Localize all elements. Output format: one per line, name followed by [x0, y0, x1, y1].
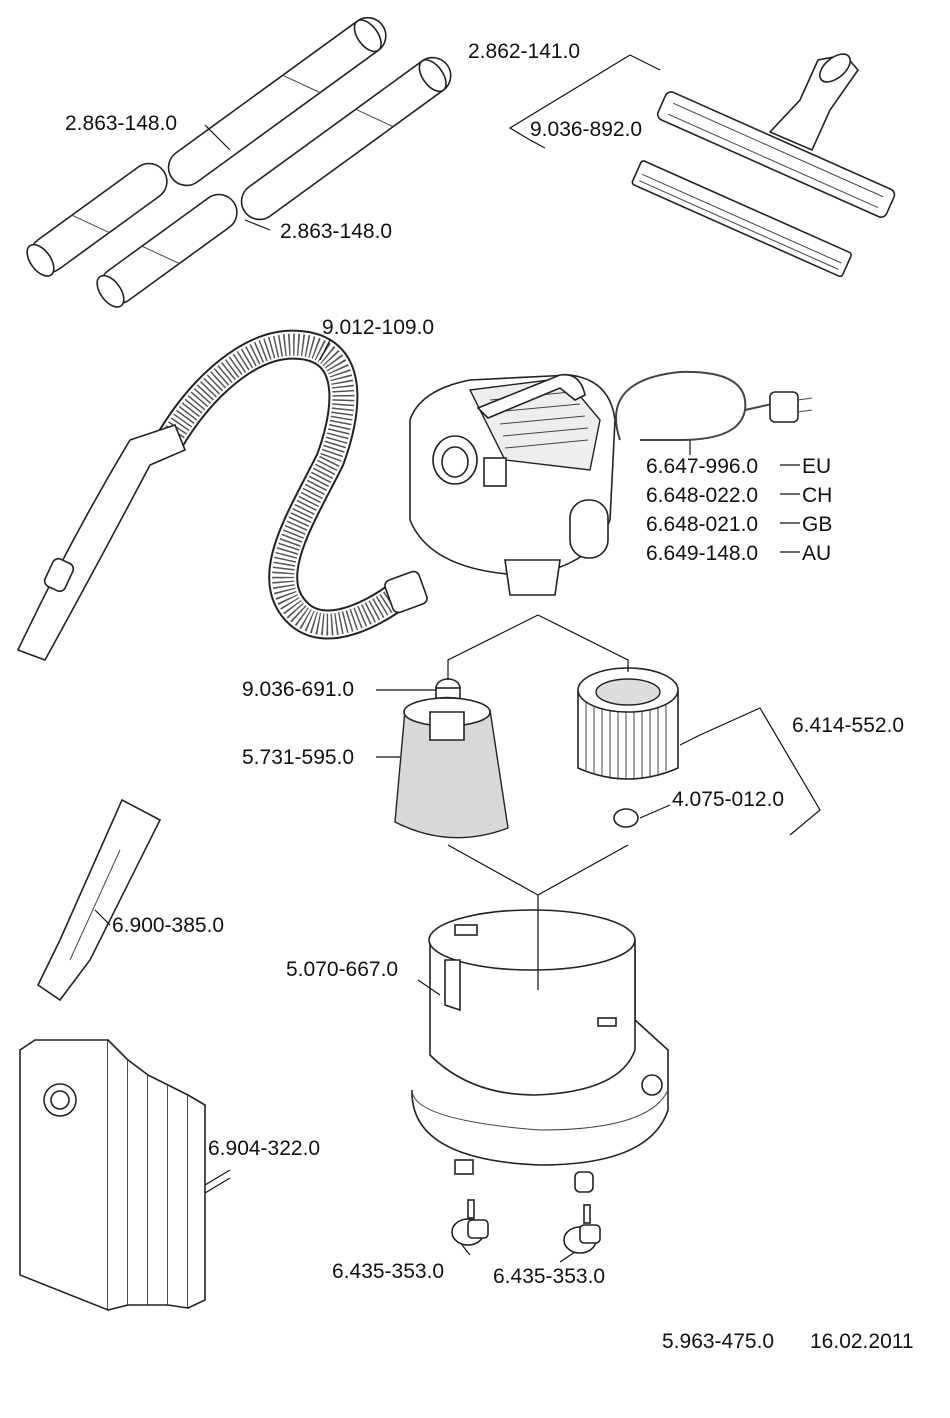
filter-bags-illustration — [20, 1040, 205, 1310]
footer-date: 16.02.2011 — [810, 1330, 914, 1354]
label-filter-bags-set: 6.904-322.0 — [208, 1137, 320, 1161]
footer-doc-number: 5.963-475.0 — [662, 1330, 774, 1354]
label-nozzle-insert: 9.036-892.0 — [530, 118, 642, 142]
label-motor-gb-suffix: GB — [802, 513, 832, 537]
label-tube-lower: 2.863-148.0 — [280, 220, 392, 244]
label-tube-upper: 2.863-148.0 — [65, 112, 177, 136]
label-container: 5.070-667.0 — [286, 958, 398, 982]
motor-eu-number: 6.647-996.0 — [646, 455, 758, 478]
container-illustration — [412, 910, 668, 1192]
label-motor-au-suffix: AU — [802, 542, 831, 566]
suction-hose-illustration — [18, 345, 429, 660]
label-caster-left: 6.435-353.0 — [332, 1260, 444, 1284]
label-floor-nozzle: 2.862-141.0 — [468, 40, 580, 64]
label-float-valve: 9.036-691.0 — [242, 678, 354, 702]
label-cartridge-filter: 6.414-552.0 — [792, 714, 904, 738]
label-filter-nut: 4.075-012.0 — [672, 788, 784, 812]
casters-illustration — [452, 1200, 600, 1253]
label-motor-ch: 6.648-022.0 — [646, 484, 758, 508]
label-motor-eu: 6.647-996.0 — [646, 455, 758, 479]
label-suction-hose: 9.012-109.0 — [322, 316, 434, 340]
label-caster-right: 6.435-353.0 — [493, 1265, 605, 1289]
label-crevice-nozzle: 6.900-385.0 — [112, 914, 224, 938]
label-filter-bag: 5.731-595.0 — [242, 746, 354, 770]
crevice-nozzle-illustration — [38, 800, 160, 1000]
floor-nozzle-illustration — [631, 49, 896, 278]
suction-tubes-illustration — [22, 11, 458, 312]
label-motor-gb: 6.648-021.0 — [646, 513, 758, 537]
label-motor-au: 6.649-148.0 — [646, 542, 758, 566]
label-motor-ch-suffix: CH — [802, 484, 832, 508]
filter-bag-illustration — [395, 679, 508, 838]
label-motor-eu-suffix: EU — [802, 455, 831, 479]
cartridge-filter-illustration — [578, 668, 678, 827]
